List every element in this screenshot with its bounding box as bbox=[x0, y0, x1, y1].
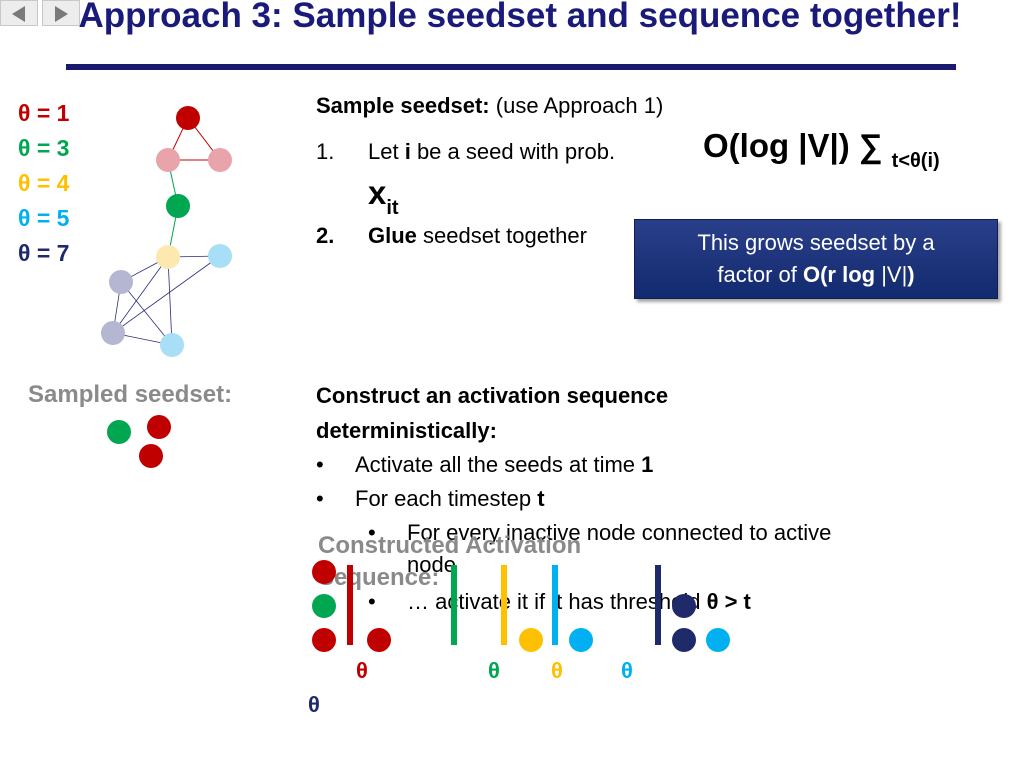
sample-seedset-heading: Sample seedset: (use Approach 1) bbox=[316, 91, 663, 120]
sequence-node bbox=[706, 628, 730, 652]
callout-line2: factor of O(r log |V|) bbox=[635, 259, 997, 291]
sample-seedset-heading-rest: (use Approach 1) bbox=[489, 93, 664, 118]
bullet2-pre: For each timestep bbox=[355, 486, 538, 511]
prev-slide-button[interactable] bbox=[0, 0, 38, 26]
graph-node bbox=[156, 148, 180, 172]
title-divider bbox=[66, 64, 956, 70]
sequence-theta-blue: θ bbox=[621, 658, 633, 683]
triangle-left-icon bbox=[12, 6, 25, 22]
step2-rest: seedset together bbox=[416, 223, 587, 248]
step1-formula: O(log |V|) ∑ t<θ(i) bbox=[703, 127, 940, 173]
threshold-legend-item-1: θ = 1 bbox=[18, 100, 70, 126]
sampled-seedset-nodes bbox=[107, 415, 171, 468]
callout-line2-mid: |V| bbox=[881, 262, 908, 287]
step1-formula-subscript: t<θ(i) bbox=[891, 150, 940, 172]
step1-pre: Let bbox=[368, 139, 405, 164]
step2-number: 2. bbox=[316, 223, 335, 248]
sub-bullet1-line1: For every inactive node connected to act… bbox=[407, 520, 832, 545]
sequence-node bbox=[312, 594, 336, 618]
bullet-glyph: • bbox=[368, 520, 376, 545]
step1-x: x bbox=[368, 174, 387, 211]
next-slide-button[interactable] bbox=[42, 0, 80, 26]
construct-heading-line1: Construct an activation sequence bbox=[316, 383, 669, 408]
bullet1-bold: 1 bbox=[641, 452, 654, 477]
sub-bullet1-line2: node bbox=[407, 552, 456, 577]
callout-line2-bold: O(r log bbox=[802, 262, 882, 287]
sequence-divider-navy bbox=[655, 565, 661, 645]
threshold-legend-item-5: θ = 5 bbox=[18, 205, 70, 231]
bullet-glyph: • bbox=[316, 486, 324, 511]
bullet-glyph: • bbox=[316, 452, 324, 477]
sequence-divider-green bbox=[451, 565, 457, 645]
network-graph bbox=[101, 106, 232, 357]
step2-bold: Glue bbox=[368, 223, 417, 248]
triangle-right-icon bbox=[55, 6, 68, 22]
sequence-node bbox=[672, 628, 696, 652]
sequence-divider-yellow bbox=[501, 565, 507, 645]
sequence-divider-red bbox=[347, 565, 353, 645]
graph-node bbox=[101, 321, 125, 345]
sequence-theta-green: θ bbox=[488, 658, 500, 683]
seed-node bbox=[139, 444, 163, 468]
constructed-sequence-label: Constructed Activation Sequence: bbox=[318, 532, 582, 591]
graph-node bbox=[156, 245, 180, 269]
activation-sequence bbox=[312, 560, 730, 652]
bullet1-text: Activate all the seeds at time 1 bbox=[355, 450, 653, 479]
sequence-node bbox=[312, 560, 336, 584]
step1-x-subscript: it bbox=[386, 197, 399, 219]
step1-post: be a seed with prob. bbox=[410, 139, 616, 164]
step1-formula-main: O(log |V|) ∑ bbox=[703, 127, 883, 164]
bullet2-text: For each timestep t bbox=[355, 484, 545, 513]
callout-line2-pre: factor of bbox=[717, 262, 803, 287]
sequence-theta-yellow: θ bbox=[551, 658, 563, 683]
bullet-glyph: • bbox=[368, 589, 376, 614]
threshold-legend-item-7: θ = 7 bbox=[18, 240, 70, 266]
step1-variable: i bbox=[404, 139, 411, 164]
graph-node bbox=[208, 148, 232, 172]
sequence-divider-blue bbox=[552, 565, 558, 645]
sequence-node bbox=[367, 628, 391, 652]
sequence-node bbox=[569, 628, 593, 652]
slide-title: Approach 3: Sample seedset and sequence … bbox=[78, 0, 962, 35]
callout-line2-end: ) bbox=[907, 262, 915, 287]
graph-node bbox=[109, 270, 133, 294]
bullet1-pre: Activate all the seeds at time bbox=[355, 452, 642, 477]
threshold-legend-item-4: θ = 4 bbox=[18, 170, 70, 196]
callout-line1: This grows seedset by a bbox=[697, 230, 935, 255]
threshold-legend-item-3: θ = 3 bbox=[18, 135, 70, 161]
seed-node bbox=[147, 415, 171, 439]
bullet2-bold: t bbox=[537, 486, 545, 511]
sequence-theta-red: θ bbox=[356, 658, 368, 683]
graph-node bbox=[176, 106, 200, 130]
step1-number: 1. bbox=[316, 139, 335, 164]
sequence-theta-navy: θ bbox=[308, 692, 320, 717]
construct-heading-line2: deterministically: bbox=[316, 418, 497, 443]
sequence-node bbox=[519, 628, 543, 652]
seed-node bbox=[107, 420, 131, 444]
sequence-node bbox=[672, 594, 696, 618]
graph-node bbox=[208, 244, 232, 268]
graph-node bbox=[160, 333, 184, 357]
graph-node bbox=[166, 194, 190, 218]
sampled-seedset-label: Sampled seedset: bbox=[28, 381, 233, 408]
step1-text: Let i be a seed with prob. bbox=[368, 137, 615, 166]
sample-seedset-heading-bold: Sample seedset: bbox=[316, 93, 490, 118]
sub-bullet2-bold: θ > t bbox=[706, 589, 751, 614]
callout-box: This grows seedset by a factor of O(r lo… bbox=[634, 219, 998, 299]
sequence-node bbox=[312, 628, 336, 652]
step1-x-term: xit bbox=[368, 174, 399, 220]
step2-text: Glue seedset together bbox=[368, 221, 587, 250]
